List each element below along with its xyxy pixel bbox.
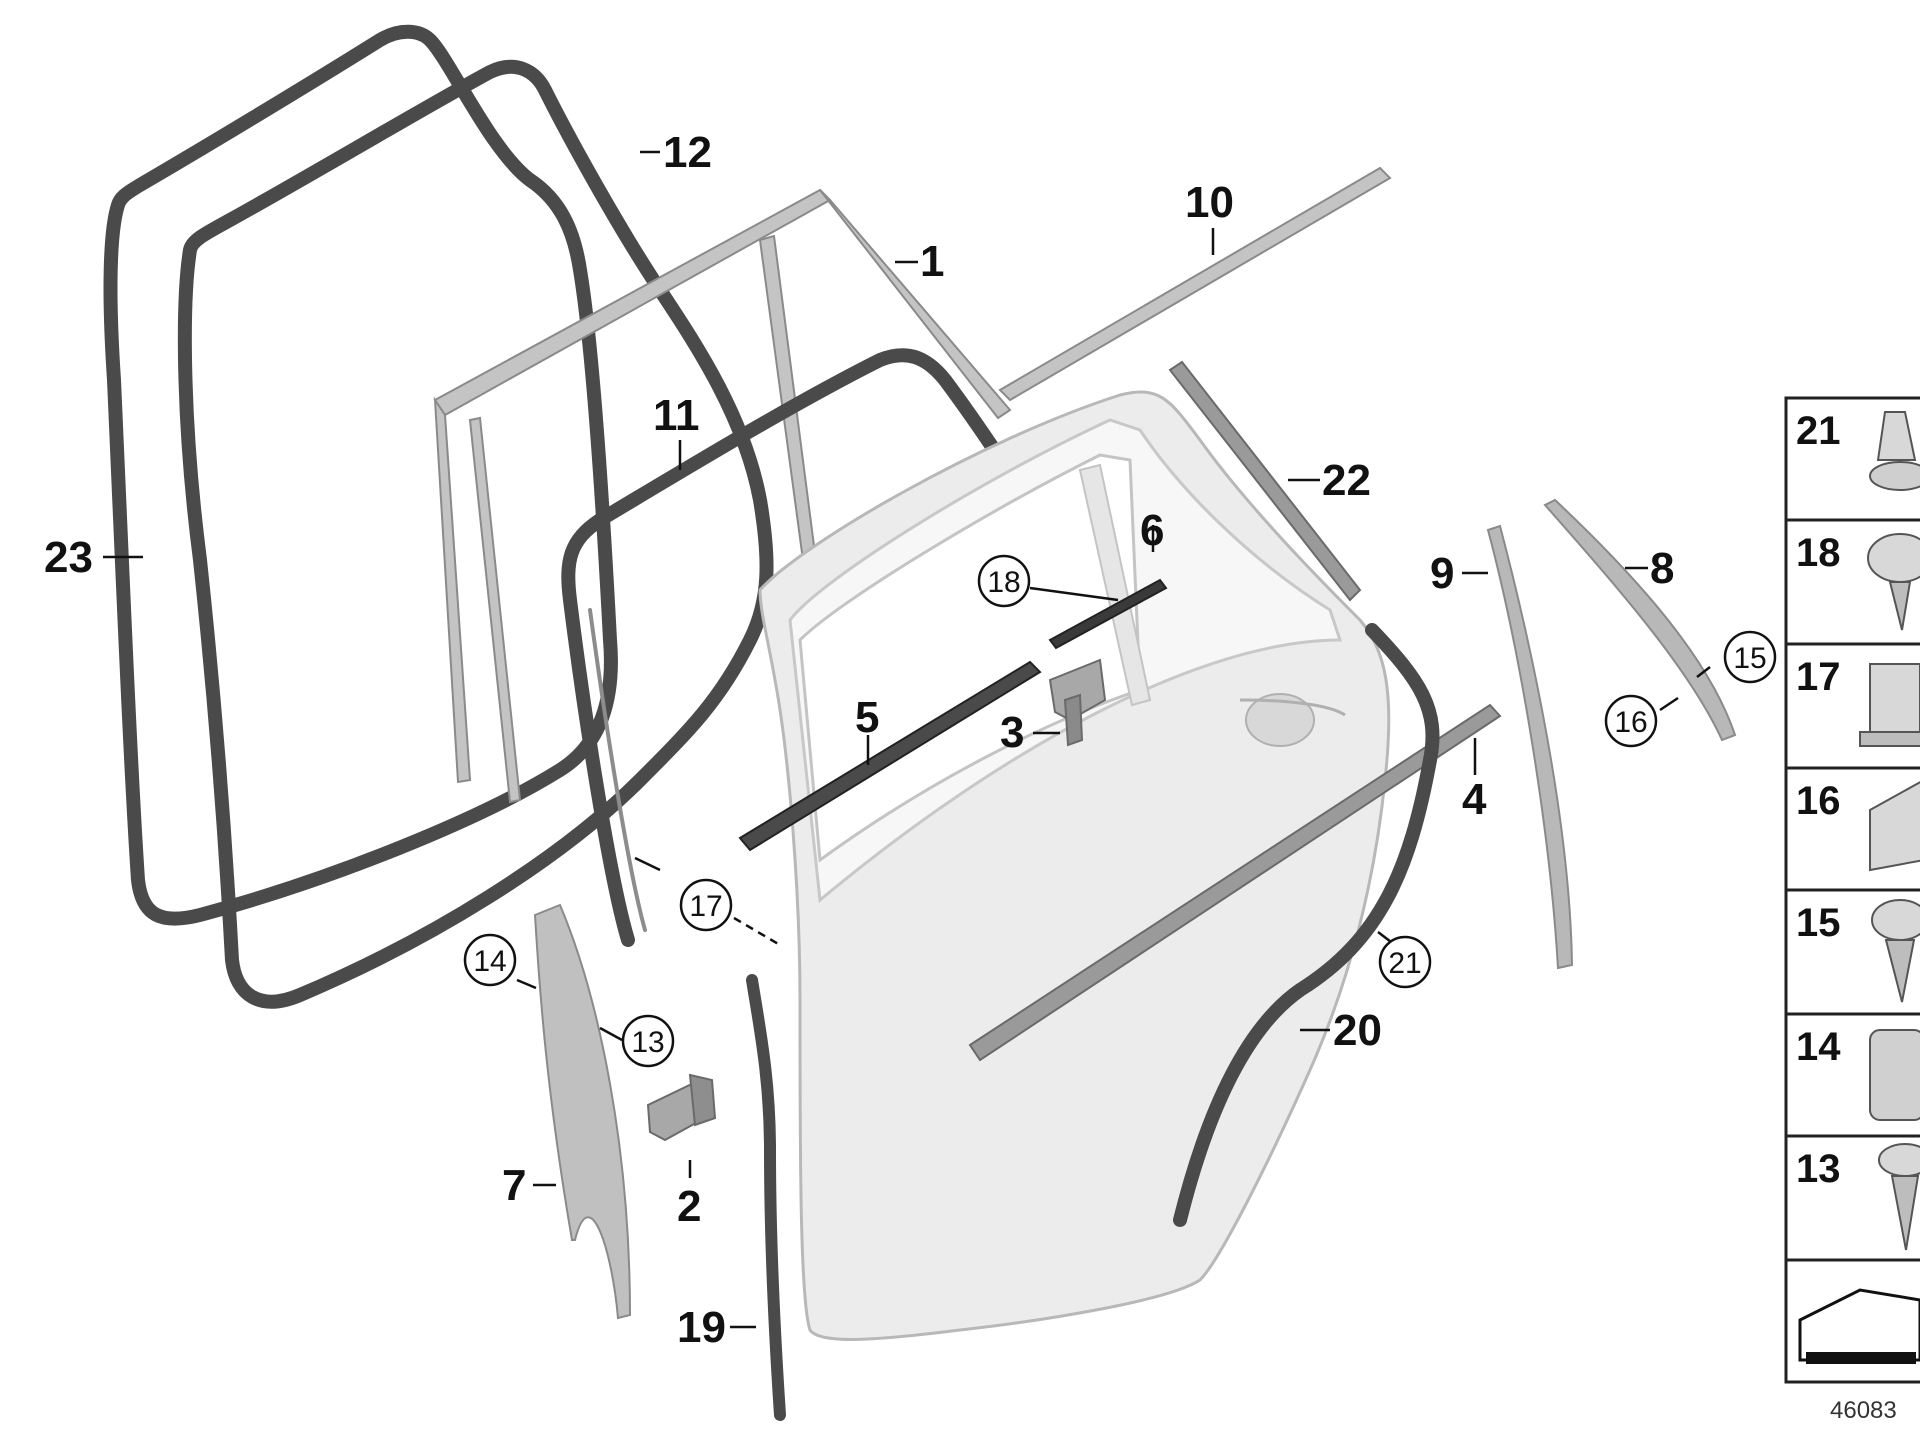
callout-21-circle [1378,935,1432,989]
callout-20: 20 [1333,1006,1382,1055]
callout-6: 6 [1140,506,1164,555]
self-tapping-screw-icon [1878,1143,1920,1177]
screw-icon [1867,533,1920,583]
legend-label-14: 14 [1796,1025,1841,1069]
callout-22: 22 [1322,456,1371,505]
callout-17: 17 [689,890,722,923]
part-8-trim [1543,498,1737,742]
door-body [758,390,1391,1341]
legend-label-16: 16 [1796,779,1841,823]
part-10-roof-strip [998,166,1392,402]
part-20-rear-seal [1173,623,1440,1227]
callout-7: 7 [502,1161,526,1210]
bolt-icon [1871,899,1920,941]
part-12-seal [177,59,774,1009]
callout-3: 3 [1000,708,1024,757]
part-19-front-seal [746,974,786,1421]
direction-arrow-icon [1798,1288,1920,1362]
leader-lines [103,150,1711,1329]
nut-clip-icon [1869,781,1920,872]
callout-4: 4 [1462,775,1487,824]
legend-label-13: 13 [1796,1147,1841,1191]
callout-15: 15 [1733,642,1766,675]
callout-17-circle [679,878,733,932]
callout-10: 10 [1185,178,1234,227]
callout-1: 1 [920,237,944,286]
legend-label-18: 18 [1796,531,1841,575]
callout-18: 18 [987,566,1020,599]
callout-13-circle [621,1014,675,1068]
callout-19: 19 [677,1303,726,1352]
fastener-legend: 21 18 17 16 15 14 13 [1784,396,1920,1384]
callout-9: 9 [1430,549,1454,598]
part-7-pillar-trim [533,903,632,1320]
rivet-icon [1876,411,1917,461]
expanding-nut-icon [1869,1029,1920,1121]
part-23-outer-seal [103,24,618,926]
callout-11: 11 [653,391,700,440]
callout-21: 21 [1388,947,1421,980]
callout-15-circle [1723,630,1777,684]
circled-callouts: 18 15 16 17 14 13 21 [463,554,1777,1068]
callout-2: 2 [677,1182,701,1231]
callout-13: 13 [631,1026,664,1059]
legend-label-21: 21 [1796,409,1841,453]
part-6-strip [1048,578,1168,650]
clip-icon [1869,663,1920,735]
document-id: 46083 [1830,1397,1897,1424]
part-22-channel [1168,360,1362,602]
callout-12: 12 [663,128,712,177]
callout-16-circle [1604,694,1658,748]
part-5-belt-strip [738,660,1042,852]
part-3-clip [1048,658,1107,747]
callout-labels: 1 2 3 4 5 6 7 8 9 10 11 12 19 20 22 23 [44,128,1674,1352]
part-4-side-strip [968,703,1502,1062]
callout-14-circle [463,933,517,987]
callout-5: 5 [855,693,879,742]
callout-8: 8 [1650,544,1674,593]
callout-14: 14 [473,945,506,978]
callout-16: 16 [1614,706,1647,739]
legend-label-15: 15 [1796,901,1841,945]
part-2-clip [646,1073,717,1142]
legend-label-17: 17 [1796,655,1841,699]
part-9-pillar-trim [1486,524,1574,970]
callout-23: 23 [44,533,93,582]
callout-18-circle [977,554,1031,608]
